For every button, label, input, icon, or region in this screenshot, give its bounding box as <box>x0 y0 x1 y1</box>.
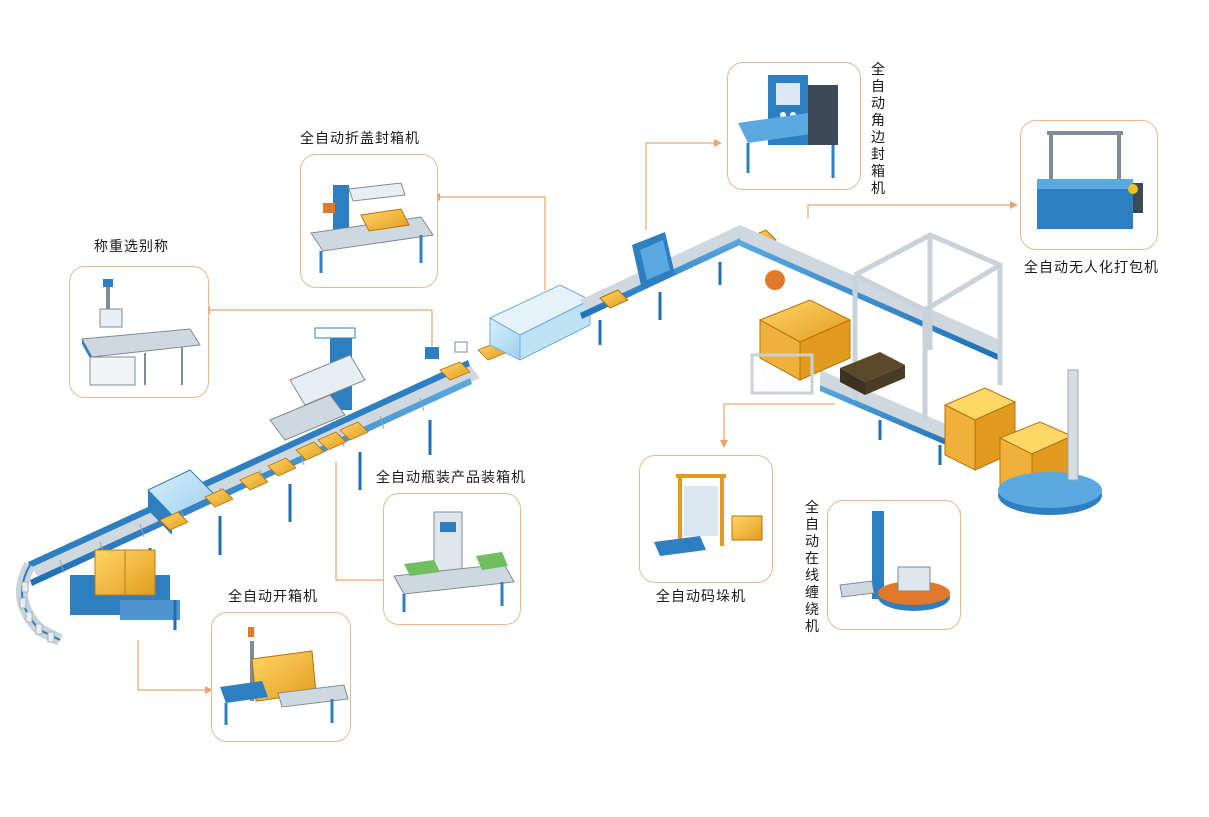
connector-lines <box>137 142 1010 691</box>
strapping-machine-image <box>1037 131 1143 229</box>
flap-sealer-machine-image <box>310 182 434 273</box>
label-bottle-packer: 全自动瓶装产品装箱机 <box>376 470 526 486</box>
card-erector <box>211 612 351 742</box>
label-palletizer: 全自动码垛机 <box>656 589 746 605</box>
pallet-stack-palletizer <box>750 270 852 395</box>
label-erector: 全自动开箱机 <box>228 589 318 605</box>
bottle-packer-machine-image <box>393 511 515 612</box>
card-flap-sealer <box>300 154 438 288</box>
corner-sealer-panel <box>632 232 675 290</box>
corner-sealer-machine-image <box>738 75 838 178</box>
card-strapping <box>1020 120 1158 250</box>
dark-carton <box>840 352 905 395</box>
conveyor-right-down <box>740 225 1000 465</box>
packing-tower <box>269 327 366 441</box>
flap-sealer-enclosure <box>488 284 592 361</box>
label-wrapper: 全自动在线缠绕机 <box>805 500 819 635</box>
card-wrapper <box>827 500 961 630</box>
label-corner-sealer: 全自动角边封箱机 <box>871 62 885 197</box>
bottle-curve-conveyor <box>16 562 63 646</box>
label-strapping: 全自动无人化打包机 <box>1024 260 1159 276</box>
checkweigher-machine-image <box>81 279 201 386</box>
erector-machine-main <box>70 549 180 630</box>
card-palletizer <box>639 455 773 583</box>
palletizer-frame <box>852 232 1003 420</box>
erector-machine-image <box>220 627 349 725</box>
wrapper-turntable <box>998 369 1102 515</box>
label-checkweigher: 称重选别称 <box>94 239 169 255</box>
checkweigher-unit <box>425 341 468 359</box>
palletizer-machine-image <box>654 474 763 556</box>
card-checkweigher <box>69 266 209 398</box>
card-bottle-packer <box>383 493 521 625</box>
label-flap-sealer: 全自动折盖封箱机 <box>300 131 420 147</box>
wrapper-machine-image <box>839 511 950 611</box>
card-corner-sealer <box>727 62 861 190</box>
